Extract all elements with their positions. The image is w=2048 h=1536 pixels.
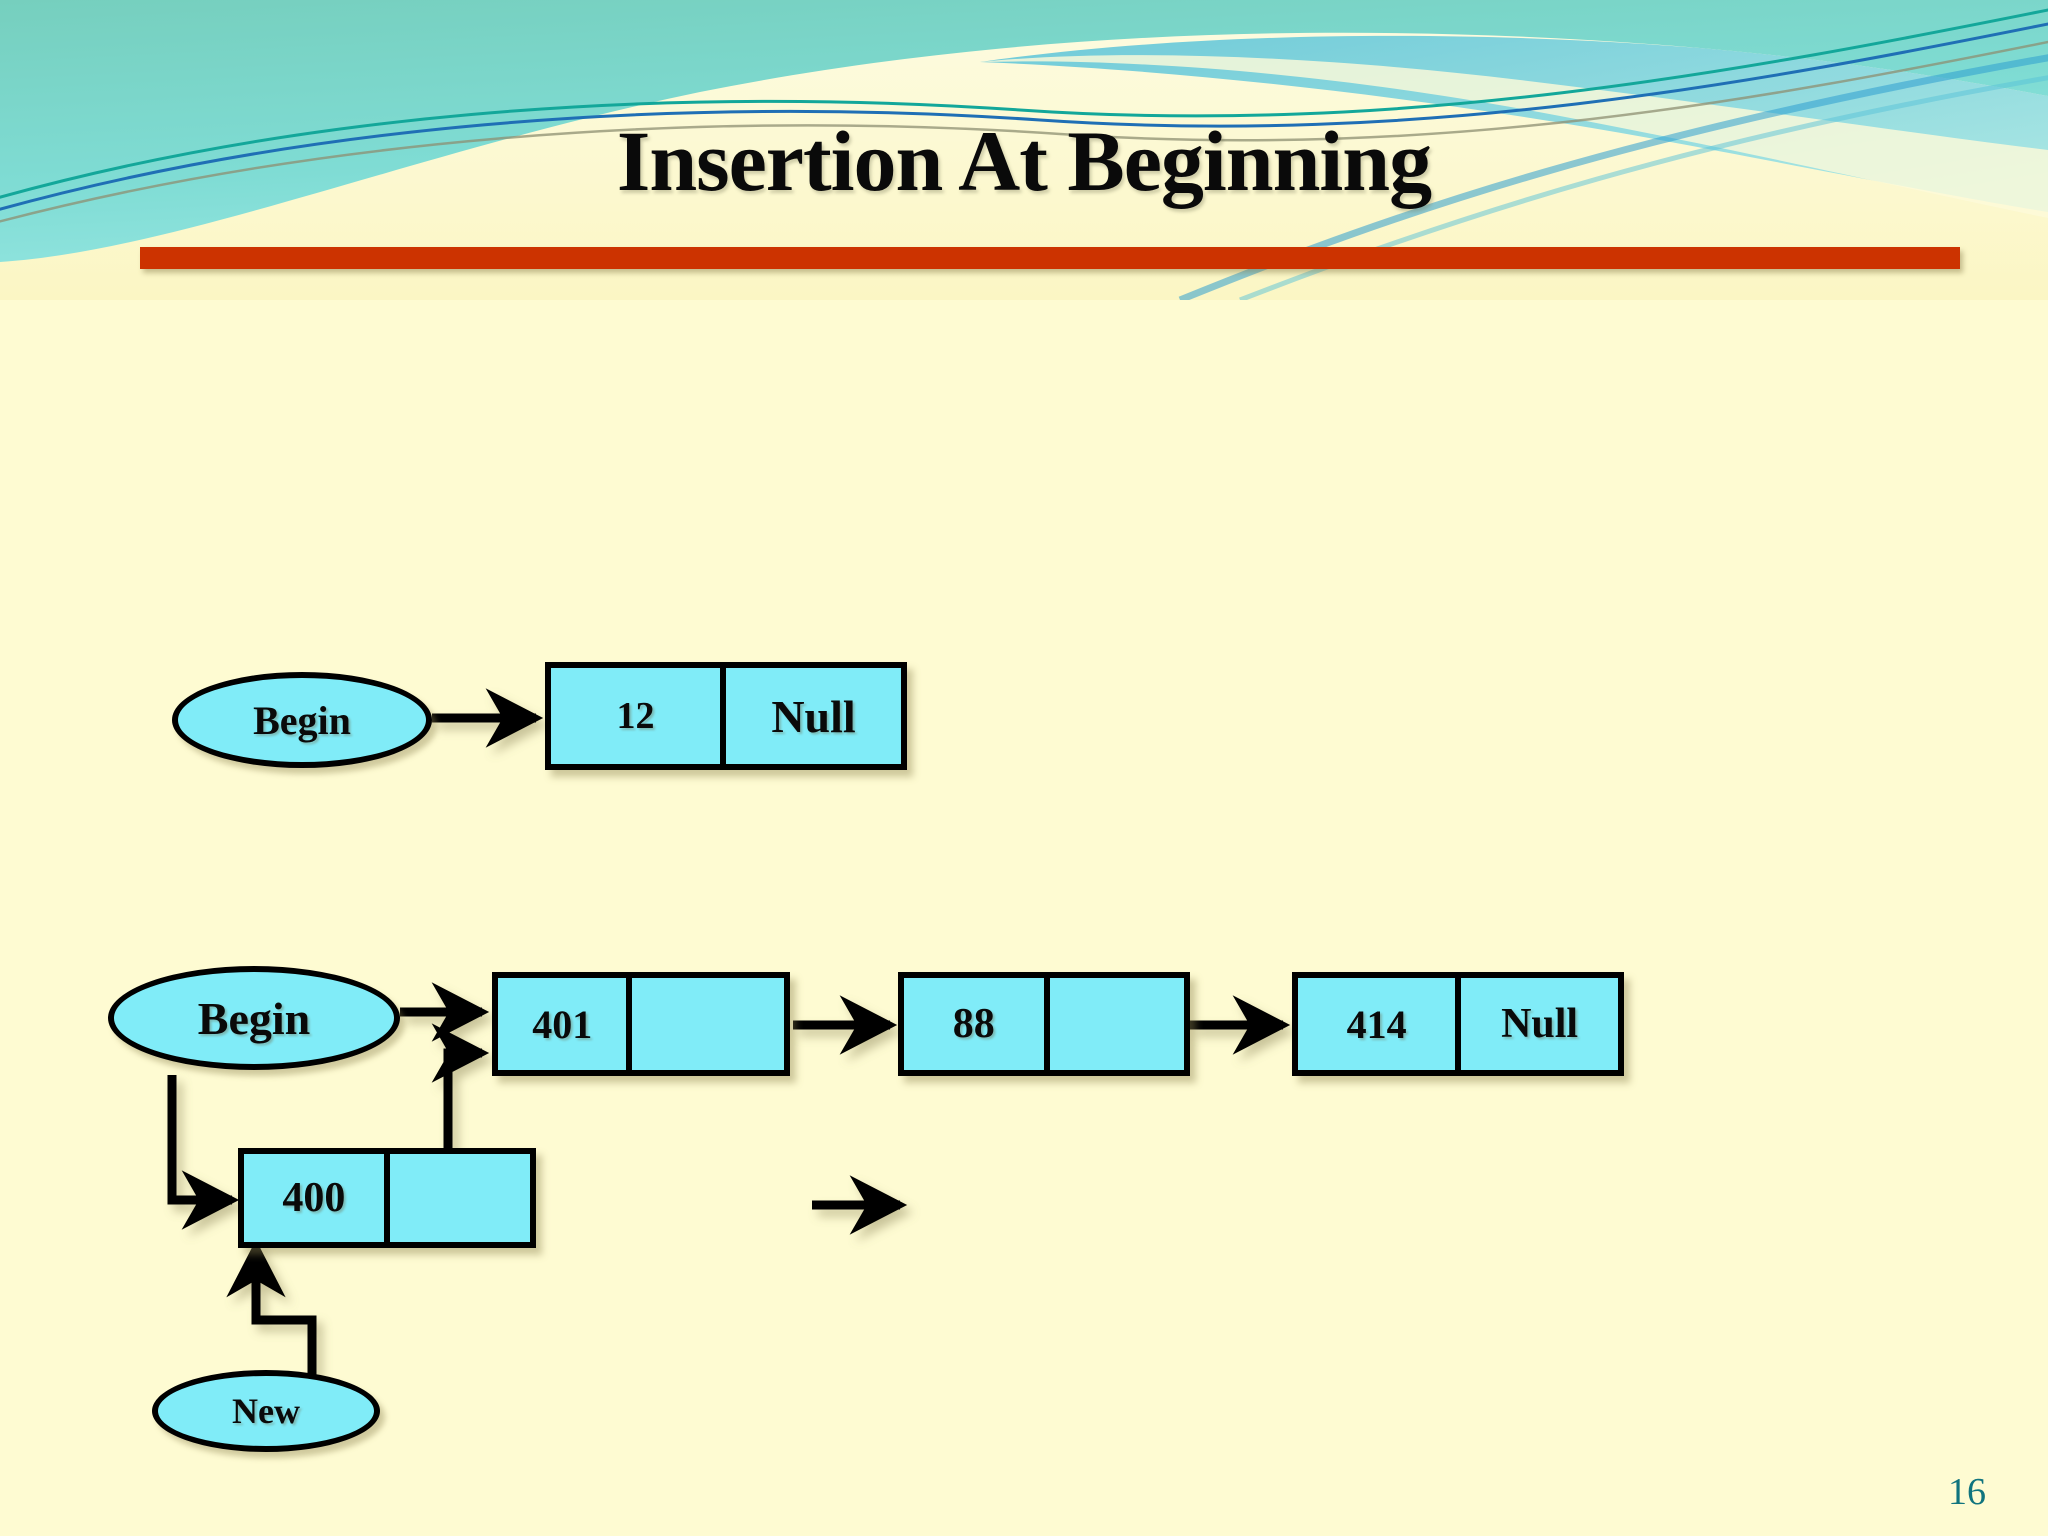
pointer-begin-after: Begin (108, 966, 400, 1070)
node-414-data-cell: 414 (1298, 978, 1462, 1070)
node-12-data: 12 (616, 695, 655, 737)
node-414: 414 Null (1292, 972, 1624, 1076)
pointer-begin-after-label: Begin (197, 992, 311, 1044)
node-401-data: 401 (532, 1001, 593, 1047)
node-414-next-cell: Null (1461, 978, 1618, 1070)
node-88-next-cell (1049, 978, 1184, 1070)
title-underline-rule (140, 247, 1960, 269)
node-88-data-cell: 88 (904, 978, 1050, 1070)
node-400-data-cell: 400 (244, 1154, 390, 1242)
node-12-next-cell: Null (726, 668, 901, 764)
node-414-next: Null (1501, 1001, 1579, 1047)
node-12-next: Null (771, 690, 856, 742)
node-400-new: 400 (238, 1148, 536, 1248)
page-number: 16 (1948, 1471, 1986, 1513)
node-401-next-cell (632, 978, 784, 1070)
node-401-data-cell: 401 (498, 978, 633, 1070)
arrow-begin-to-node400 (167, 1075, 240, 1230)
node-12-data-cell: 12 (551, 668, 726, 764)
node-400-data: 400 (282, 1175, 346, 1221)
node-12: 12 Null (545, 662, 907, 770)
node-88: 88 (898, 972, 1190, 1076)
pointer-begin-before-label: Begin (253, 697, 351, 743)
node-400-next-cell (389, 1154, 530, 1242)
pointer-begin-before: Begin (172, 672, 432, 768)
pointer-new-label: New (232, 1391, 300, 1431)
slide-title: Insertion At Beginning (616, 113, 1432, 209)
node-401: 401 (492, 972, 790, 1076)
node-88-data: 88 (952, 1001, 995, 1047)
arrow-new-to-node400 (226, 1239, 317, 1376)
node-414-data: 414 (1346, 1001, 1407, 1047)
pointer-new: New (152, 1370, 380, 1452)
